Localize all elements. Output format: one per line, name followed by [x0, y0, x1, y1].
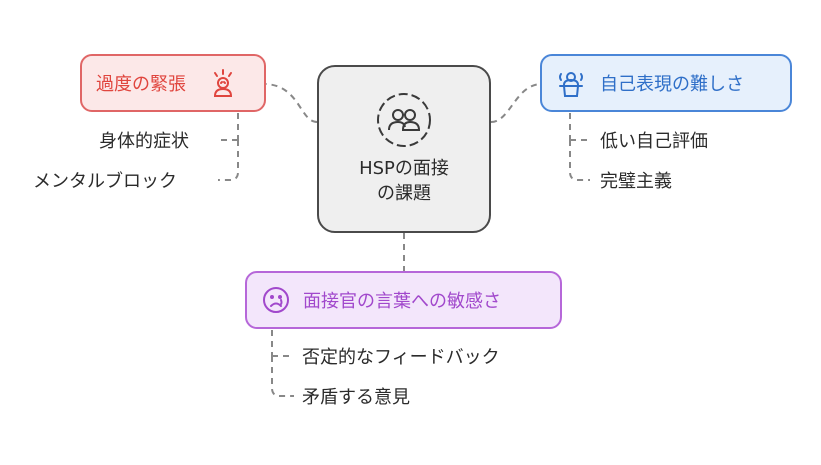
branch-sensitivity-label: 面接官の言葉への敏感さ	[303, 291, 501, 312]
stressed-person-icon	[213, 69, 233, 97]
center-node: HSPの面接 の課題	[317, 65, 491, 233]
sensitivity-item-1: 否定的なフィードバック	[302, 347, 500, 368]
sensitivity-item-2: 矛盾する意見	[302, 387, 410, 408]
self-expression-item-2: 完璧主義	[600, 171, 672, 192]
connector-center-to-self-expression	[490, 83, 541, 123]
sad-face-icon	[263, 287, 289, 313]
branch-sensitivity: 面接官の言葉への敏感さ	[245, 271, 562, 329]
branch-tension: 過度の緊張	[80, 54, 266, 112]
speaker-podium-icon	[559, 72, 583, 97]
center-title-line1: HSPの面接	[359, 158, 449, 179]
self-expression-item-1: 低い自己評価	[600, 131, 708, 152]
people-icon	[377, 93, 431, 147]
connector-tension-items	[218, 113, 239, 181]
connector-center-to-tension	[265, 83, 318, 123]
tension-item-2: メンタルブロック	[33, 171, 177, 192]
tension-item-1: 身体的症状	[99, 131, 189, 152]
center-title: HSPの面接 の課題	[359, 156, 449, 206]
center-title-line2: の課題	[376, 183, 431, 204]
branch-self-expression: 自己表現の難しさ	[540, 54, 792, 112]
connector-self-expression-items	[569, 113, 590, 181]
branch-self-expression-label: 自己表現の難しさ	[600, 74, 744, 95]
connector-sensitivity-items	[271, 330, 294, 397]
branch-tension-label: 過度の緊張	[96, 74, 186, 95]
